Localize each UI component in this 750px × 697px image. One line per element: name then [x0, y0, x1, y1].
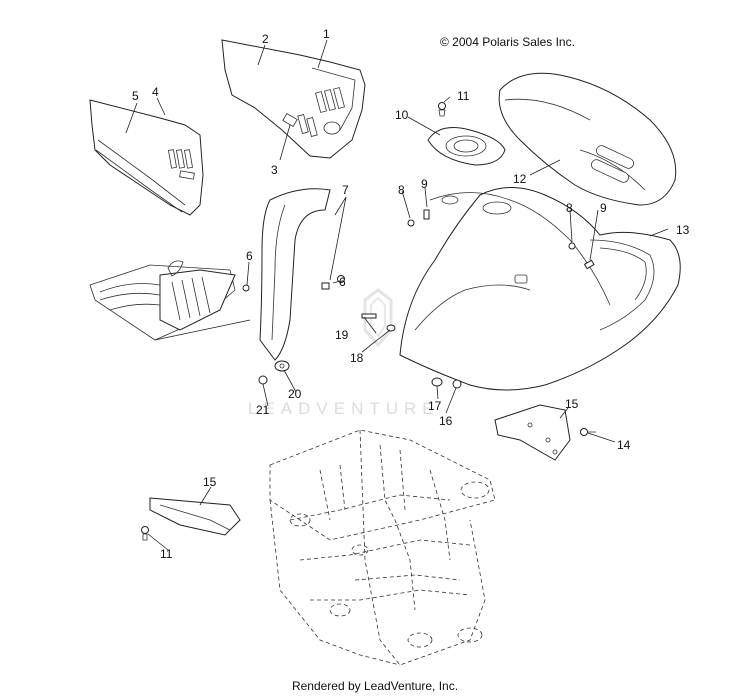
seat — [498, 72, 677, 206]
callout-6-left: 6 — [246, 249, 253, 263]
callout-12: 12 — [513, 172, 527, 186]
callout-1: 1 — [323, 27, 330, 41]
callout-5: 5 — [132, 89, 139, 103]
nut-16 — [452, 379, 462, 389]
watermark-text: LEADVENTURE — [248, 399, 440, 418]
hardware — [141, 102, 596, 541]
screw-11-top — [438, 102, 446, 117]
footwell-panel-left-lower — [89, 99, 204, 216]
footer-credit: Rendered by LeadVenture, Inc. — [291, 679, 459, 693]
callout-10: 10 — [395, 108, 409, 122]
fender-flare — [259, 188, 331, 361]
fuel-cap-trim — [427, 127, 506, 166]
callout-19: 19 — [335, 328, 349, 342]
vehicle-frame — [269, 429, 496, 666]
clip-9-left — [423, 209, 430, 220]
leader-lines — [125, 39, 669, 551]
screw-6-left — [242, 284, 250, 292]
screw-6-right — [337, 275, 345, 283]
callout-13: 13 — [676, 223, 690, 237]
washer-17 — [431, 377, 443, 387]
copyright-text: © 2004 Polaris Sales Inc. — [440, 35, 575, 49]
callout-21: 21 — [256, 403, 270, 417]
callout-9-right: 9 — [600, 201, 607, 215]
callout-4: 4 — [152, 85, 159, 99]
washer-18 — [386, 324, 396, 332]
rear-rack-assembly — [89, 260, 251, 341]
clip-9-right — [583, 259, 595, 270]
footwell-panel-left-upper — [221, 39, 366, 159]
callout-6-right: 6 — [339, 275, 346, 289]
screw-14 — [580, 428, 596, 436]
screw-8-right — [568, 242, 576, 250]
side-bracket-right — [494, 404, 571, 461]
callout-11-top: 11 — [457, 89, 470, 103]
screw-11-bottom — [141, 526, 149, 541]
callout-7: 7 — [342, 183, 349, 197]
callout-9-left: 9 — [421, 177, 428, 191]
callout-8-left: 8 — [398, 183, 405, 197]
callout-17: 17 — [428, 399, 442, 413]
callout-16: 16 — [439, 414, 453, 428]
callout-15-left: 15 — [203, 475, 217, 489]
screw-8-left — [407, 219, 415, 227]
callout-11-bottom: 11 — [160, 547, 173, 561]
clip-7 — [321, 282, 330, 290]
callout-18: 18 — [350, 351, 364, 365]
callout-labels: 1 2 3 4 5 6 6 7 8 8 9 9 10 11 11 12 13 1… — [132, 27, 690, 561]
front-fender-body — [399, 187, 681, 391]
callout-8-right: 8 — [566, 201, 573, 215]
skid-plate-left — [149, 497, 241, 536]
callout-3: 3 — [271, 163, 278, 177]
callout-14: 14 — [617, 438, 631, 452]
washer-20 — [274, 360, 290, 372]
callout-2: 2 — [262, 32, 269, 46]
nut-21 — [258, 375, 268, 385]
pin-19 — [361, 313, 377, 319]
callout-20: 20 — [288, 387, 302, 401]
callout-15-right: 15 — [565, 397, 579, 411]
